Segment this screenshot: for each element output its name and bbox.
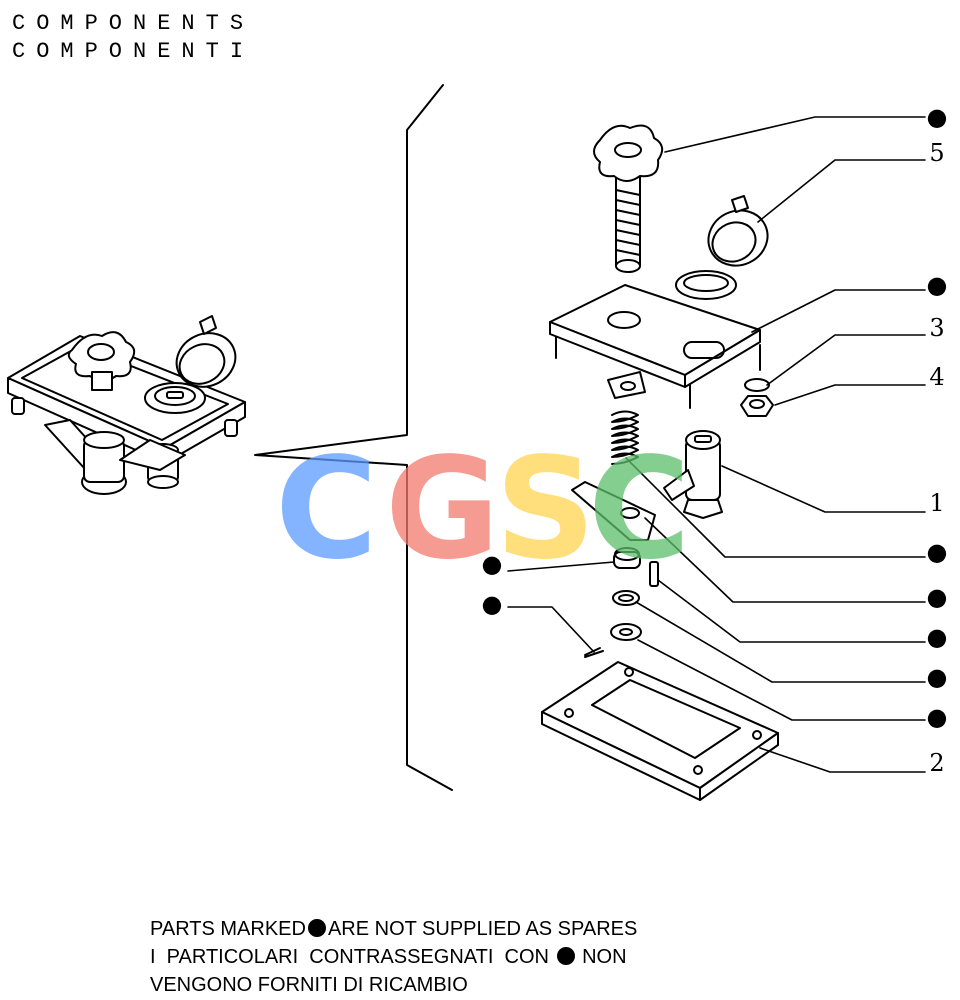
- cap-with-lid: [675, 195, 769, 300]
- callout-3: 3: [929, 314, 944, 342]
- bullet-marker-icon: [556, 947, 575, 965]
- footer-note-line2: I PARTICOLARI CONTRASSEGNATI CON NON: [150, 943, 627, 971]
- small-ring: [613, 547, 641, 569]
- exploded-parts-diagram: ● 5 ● 3 4 1 ● ● ● ● ● 2 ● ●: [7, 84, 948, 801]
- leader-lines: [507, 116, 926, 773]
- exploded-parts: [541, 124, 779, 801]
- circlip: [612, 590, 640, 606]
- bullet-marker-icon: [307, 919, 326, 937]
- footer-note-line3: VENGONO FORNITI DI RICAMBIO: [150, 974, 468, 996]
- lever: [571, 481, 656, 541]
- footer-line2-b: NON: [582, 946, 627, 968]
- footer-line1-a: PARTS MARKED: [150, 918, 306, 940]
- watermark-letter-s: S: [495, 428, 596, 591]
- callout-9: ●: [927, 663, 948, 691]
- callout-labels: ● 5 ● 3 4 1 ● ● ● ● ● 2 ● ●: [482, 103, 948, 777]
- watermark-letter-c1: C: [275, 428, 378, 591]
- callout-11: 2: [929, 749, 944, 777]
- callout-7: ●: [927, 583, 948, 611]
- callout-12: ●: [482, 550, 503, 578]
- flat-washer: [610, 623, 642, 641]
- callout-0: ●: [927, 103, 948, 131]
- page-title-en: COMPONENTS: [12, 11, 255, 36]
- page-title-it: COMPONENTI: [12, 39, 255, 64]
- assembled-unit: [7, 315, 246, 495]
- nut: [740, 395, 774, 417]
- lock-cylinder: [663, 430, 723, 519]
- watermark-letter-g: G: [385, 428, 500, 591]
- gasket: [541, 661, 779, 801]
- callout-13: ●: [482, 590, 503, 618]
- callout-4: 4: [929, 363, 944, 391]
- separator-bracket: [254, 84, 453, 791]
- callout-10: ●: [927, 703, 948, 731]
- callout-5: 1: [929, 489, 944, 517]
- footer-line1-b: ARE NOT SUPPLIED AS SPARES: [327, 918, 638, 940]
- spring: [611, 410, 639, 465]
- callout-1: 5: [929, 139, 944, 167]
- callout-6: ●: [927, 538, 948, 566]
- footer-note-line1: PARTS MARKED ARE NOT SUPPLIED AS SPARES: [150, 915, 637, 943]
- washer: [744, 378, 770, 392]
- top-plate: [549, 284, 761, 409]
- pin: [649, 561, 659, 587]
- footer-line2-a: I PARTICOLARI CONTRASSEGNATI CON: [150, 946, 549, 968]
- star-knob: [593, 124, 664, 273]
- callout-8: ●: [927, 623, 948, 651]
- callout-2: ●: [927, 271, 948, 299]
- watermark-letter-c2: C: [588, 428, 691, 591]
